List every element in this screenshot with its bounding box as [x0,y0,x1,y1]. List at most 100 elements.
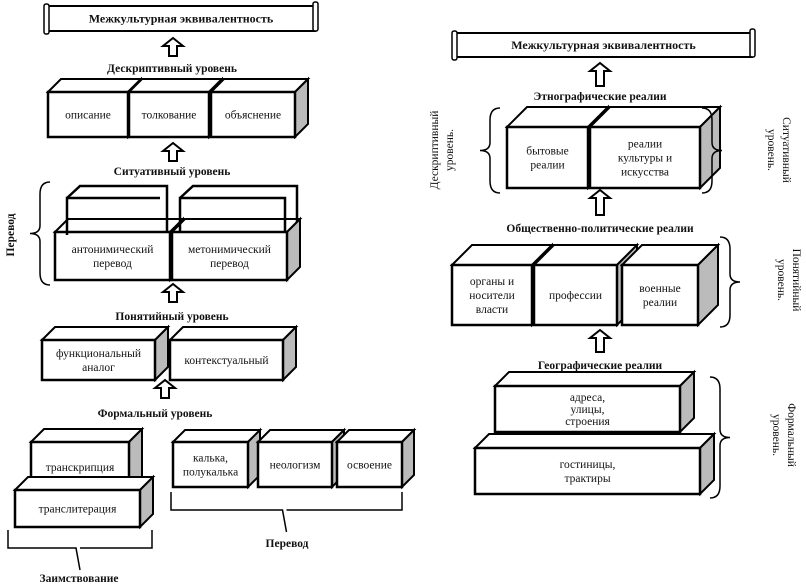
sociopolitical-realia-label: Общественно-политические реалии [506,223,694,235]
box-top [587,106,723,128]
side-label-line: уровень. [765,129,777,171]
box-front [532,263,619,327]
box-front [473,446,702,496]
box-top [472,433,717,449]
side-label-line: уровень. [775,259,787,301]
box-front [588,125,702,190]
box-top [169,218,303,233]
side-label-line: Формальный [785,403,797,467]
box-label: военные [639,283,681,295]
box-label: адреса, [570,392,605,404]
ethnographic-realia-label: Этнографические реалии [534,91,667,103]
box-top [126,78,225,93]
box-front [40,338,157,382]
box-label: антонимический [72,244,154,256]
box-top [492,371,697,387]
conceptual-brace [719,236,741,328]
box-addresses-streets: адреса,улицы,строения [492,369,697,435]
translation-brace [170,492,403,533]
box-label: контекстуальный [184,355,268,367]
box-front [209,90,297,139]
box-top [39,326,171,341]
box-hotels-taverns: гостиницы, трактиры [472,431,717,497]
box-label: реалии [643,297,677,309]
box-front [127,90,211,139]
box-top [208,78,311,93]
formal-brace [709,376,731,499]
box-label: освоение [347,460,392,472]
translation-brace-label: Перевод [266,538,309,550]
box-front [170,230,289,282]
box-label: власти [476,304,508,316]
left-title-scroll: Межкультурная эквивалентность [43,1,319,35]
box-transliteration: транслитерация [12,474,156,530]
box-label: объяснение [225,110,281,122]
box-label: культуры и [618,153,672,165]
up-arrow-icon [160,282,186,303]
box-contextual: контекстуальный [167,324,299,383]
side-label-line: уровень. [770,414,782,456]
box-frame [65,184,169,235]
box-label: реалии [530,160,564,172]
box-label: неологизм [270,460,322,472]
box-label: органы и [470,276,514,288]
box-label: транскрипция [46,462,115,474]
box-front [168,338,285,382]
left-conceptual-level-label: Понятийный уровень [115,311,228,323]
up-arrow-icon [160,36,186,57]
box-label: перевод [93,258,132,270]
box-antonymic-translation: антонимический перевод [52,216,186,283]
box-military-realia: военные реалии [619,242,721,328]
left-descriptive-level-label: Дескриптивный уровень [107,63,237,75]
right-title-scroll: Межкультурная эквивалентность [451,28,756,61]
geographic-realia-label: Географические реалии [538,360,663,372]
left-translation-vertical-label: Перевод [5,213,17,256]
box-front [450,263,534,327]
left-formal-level-label: Формальный уровень [98,408,213,420]
left-descriptive-brace [479,107,501,194]
box-top [45,78,144,93]
up-arrow-icon [587,328,613,353]
box-explanation: объяснение [208,76,311,140]
box-label: трактиры [564,473,610,485]
box-top [170,429,263,443]
box-description: описание [45,76,144,140]
box-top [12,476,156,491]
box-assimilation: освоение [334,427,417,490]
box-front [256,440,334,489]
box-label: реалии [628,139,662,151]
up-arrow-icon [587,188,613,216]
box-front [620,263,700,327]
box-front [13,488,142,529]
box-label: гостиницы, [560,459,616,471]
box-frame [178,184,299,232]
box-top [255,429,347,443]
box-front [53,230,172,282]
box-label: профессии [549,290,602,302]
left-translation-brace [29,181,51,286]
left-situational-level-label: Ситуативный уровень [114,166,231,178]
box-label: аналог [82,362,115,374]
box-front [493,384,682,434]
borrowing-brace-label: Заимствование [40,573,119,585]
up-arrow-icon [160,141,186,162]
box-label: улицы, [571,404,605,416]
box-calque: калька,полукалька [170,427,263,490]
box-front [46,90,130,139]
box-label: описание [65,110,111,122]
side-label-line: Ситуативный [780,117,792,183]
box-front [171,440,250,489]
up-arrow-icon [587,61,613,87]
side-label-line: Понятийный [790,249,802,312]
side-label-line: Дескриптивный [429,111,441,190]
box-label: транслитерация [39,504,117,516]
box-label: метонимический [188,244,271,256]
